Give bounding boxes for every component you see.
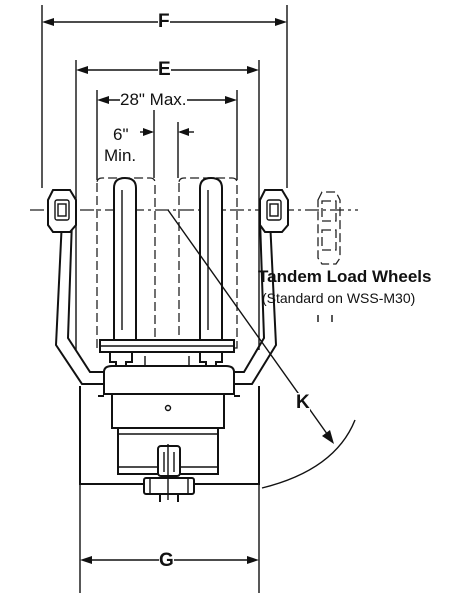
left-fork [113, 176, 137, 340]
dimension-G-label: G [159, 550, 174, 571]
tandem-load-wheels-note: (Standard on WSS-M30) [262, 290, 416, 306]
tandem-load-wheels-title: Tandem Load Wheels [258, 267, 432, 286]
fork-min-position-outline [96, 177, 238, 349]
right-fork [199, 176, 223, 340]
min-fork-spread-unit: Min. [104, 146, 137, 165]
tandem-load-wheel-detail [317, 191, 341, 322]
left-load-wheel [47, 189, 77, 233]
min-fork-spread-value: 6" [113, 125, 129, 144]
dimension-F-label: F [158, 11, 170, 32]
outrigger-legs [54, 219, 278, 385]
dimension-E-label: E [158, 59, 171, 80]
truck-chassis [79, 365, 260, 485]
max-fork-spread-label: 28" Max. [120, 90, 187, 109]
dimension-K-label: K [296, 392, 310, 413]
right-load-wheel [259, 189, 289, 233]
drive-unit [143, 444, 195, 502]
